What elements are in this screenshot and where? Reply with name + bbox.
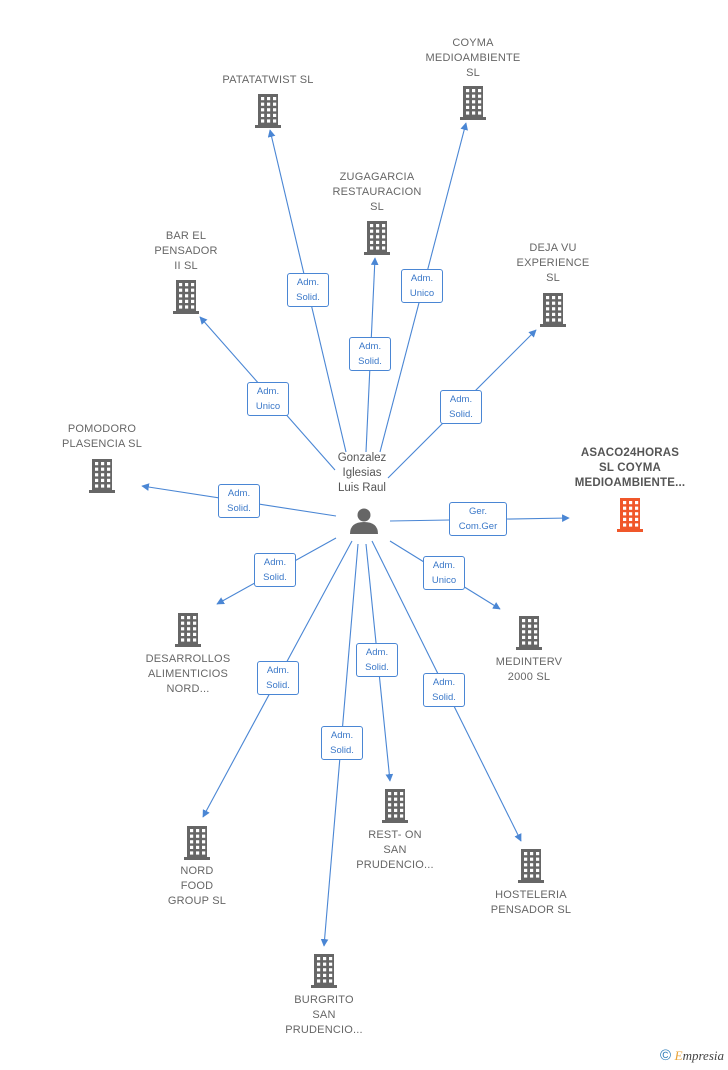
building-icon-asaco24horas[interactable] — [617, 498, 643, 532]
edge-label-hosteleria: Adm. Solid. — [423, 673, 465, 707]
building-icon-hosteleria[interactable] — [518, 849, 544, 883]
edge-label-zugagarcia: Adm. Solid. — [349, 337, 391, 371]
building-icon-burgrito[interactable] — [311, 954, 337, 988]
company-label-rest-on[interactable]: REST- ON SAN PRUDENCIO... — [356, 829, 434, 871]
edge-label-burgrito: Adm. Solid. — [321, 726, 363, 760]
building-icon-bar-el-pensador[interactable] — [173, 280, 199, 314]
edge-label-rest-on: Adm. Solid. — [356, 643, 398, 677]
building-icon-rest-on[interactable] — [382, 789, 408, 823]
edge-label-medinterv: Adm. Unico — [423, 556, 465, 590]
copyright-icon: © — [659, 1047, 672, 1064]
company-label-bar-el-pensador[interactable]: BAR EL PENSADOR II SL — [154, 230, 218, 272]
company-label-coyma[interactable]: COYMA MEDIOAMBIENTE SL — [425, 37, 521, 79]
person-name-label[interactable]: Gonzalez Iglesias Luis Raul — [337, 452, 387, 494]
edge-label-desarrollos: Adm. Solid. — [254, 553, 296, 587]
company-label-hosteleria[interactable]: HOSTELERIA PENSADOR SL — [490, 889, 572, 916]
company-label-patatatwist[interactable]: PATATATWIST SL — [222, 74, 314, 86]
building-icon-patatatwist[interactable] — [255, 94, 281, 128]
edge-label-bar-el-pensador: Adm. Unico — [247, 382, 289, 416]
company-label-desarrollos[interactable]: DESARROLLOS ALIMENTICIOS NORD... — [145, 653, 231, 695]
building-icon-nord-food[interactable] — [184, 826, 210, 860]
company-label-asaco24horas[interactable]: ASACO24HORAS SL COYMA MEDIOAMBIENTE... — [574, 447, 686, 489]
building-icon-pomodoro[interactable] — [89, 459, 115, 493]
building-icon-zugagarcia[interactable] — [364, 221, 390, 255]
edge-label-patatatwist: Adm. Solid. — [287, 273, 329, 307]
footer: © Empresia — [660, 1047, 724, 1064]
building-icon-medinterv[interactable] — [516, 616, 542, 650]
building-icon-coyma[interactable] — [460, 86, 486, 120]
company-label-pomodoro[interactable]: POMODORO PLASENCIA SL — [61, 423, 143, 450]
building-icon-deja-vu[interactable] — [540, 293, 566, 327]
company-label-burgrito[interactable]: BURGRITO SAN PRUDENCIO... — [285, 994, 363, 1036]
company-label-medinterv[interactable]: MEDINTERV 2000 SL — [495, 656, 563, 683]
edge-label-coyma: Adm. Unico — [401, 269, 443, 303]
company-label-zugagarcia[interactable]: ZUGAGARCIA RESTAURACION SL — [332, 171, 422, 213]
brand-logo[interactable]: Empresia — [674, 1048, 724, 1063]
edge-label-nord-food: Adm. Solid. — [257, 661, 299, 695]
edge-label-asaco24horas: Ger. Com.Ger — [449, 502, 507, 536]
person-icon[interactable] — [350, 508, 378, 535]
edge-label-pomodoro: Adm. Solid. — [218, 484, 260, 518]
company-label-nord-food[interactable]: NORD FOOD GROUP SL — [167, 865, 227, 907]
building-icon-desarrollos[interactable] — [175, 613, 201, 647]
company-label-deja-vu[interactable]: DEJA VU EXPERIENCE SL — [516, 242, 590, 284]
edge-label-deja-vu: Adm. Solid. — [440, 390, 482, 424]
